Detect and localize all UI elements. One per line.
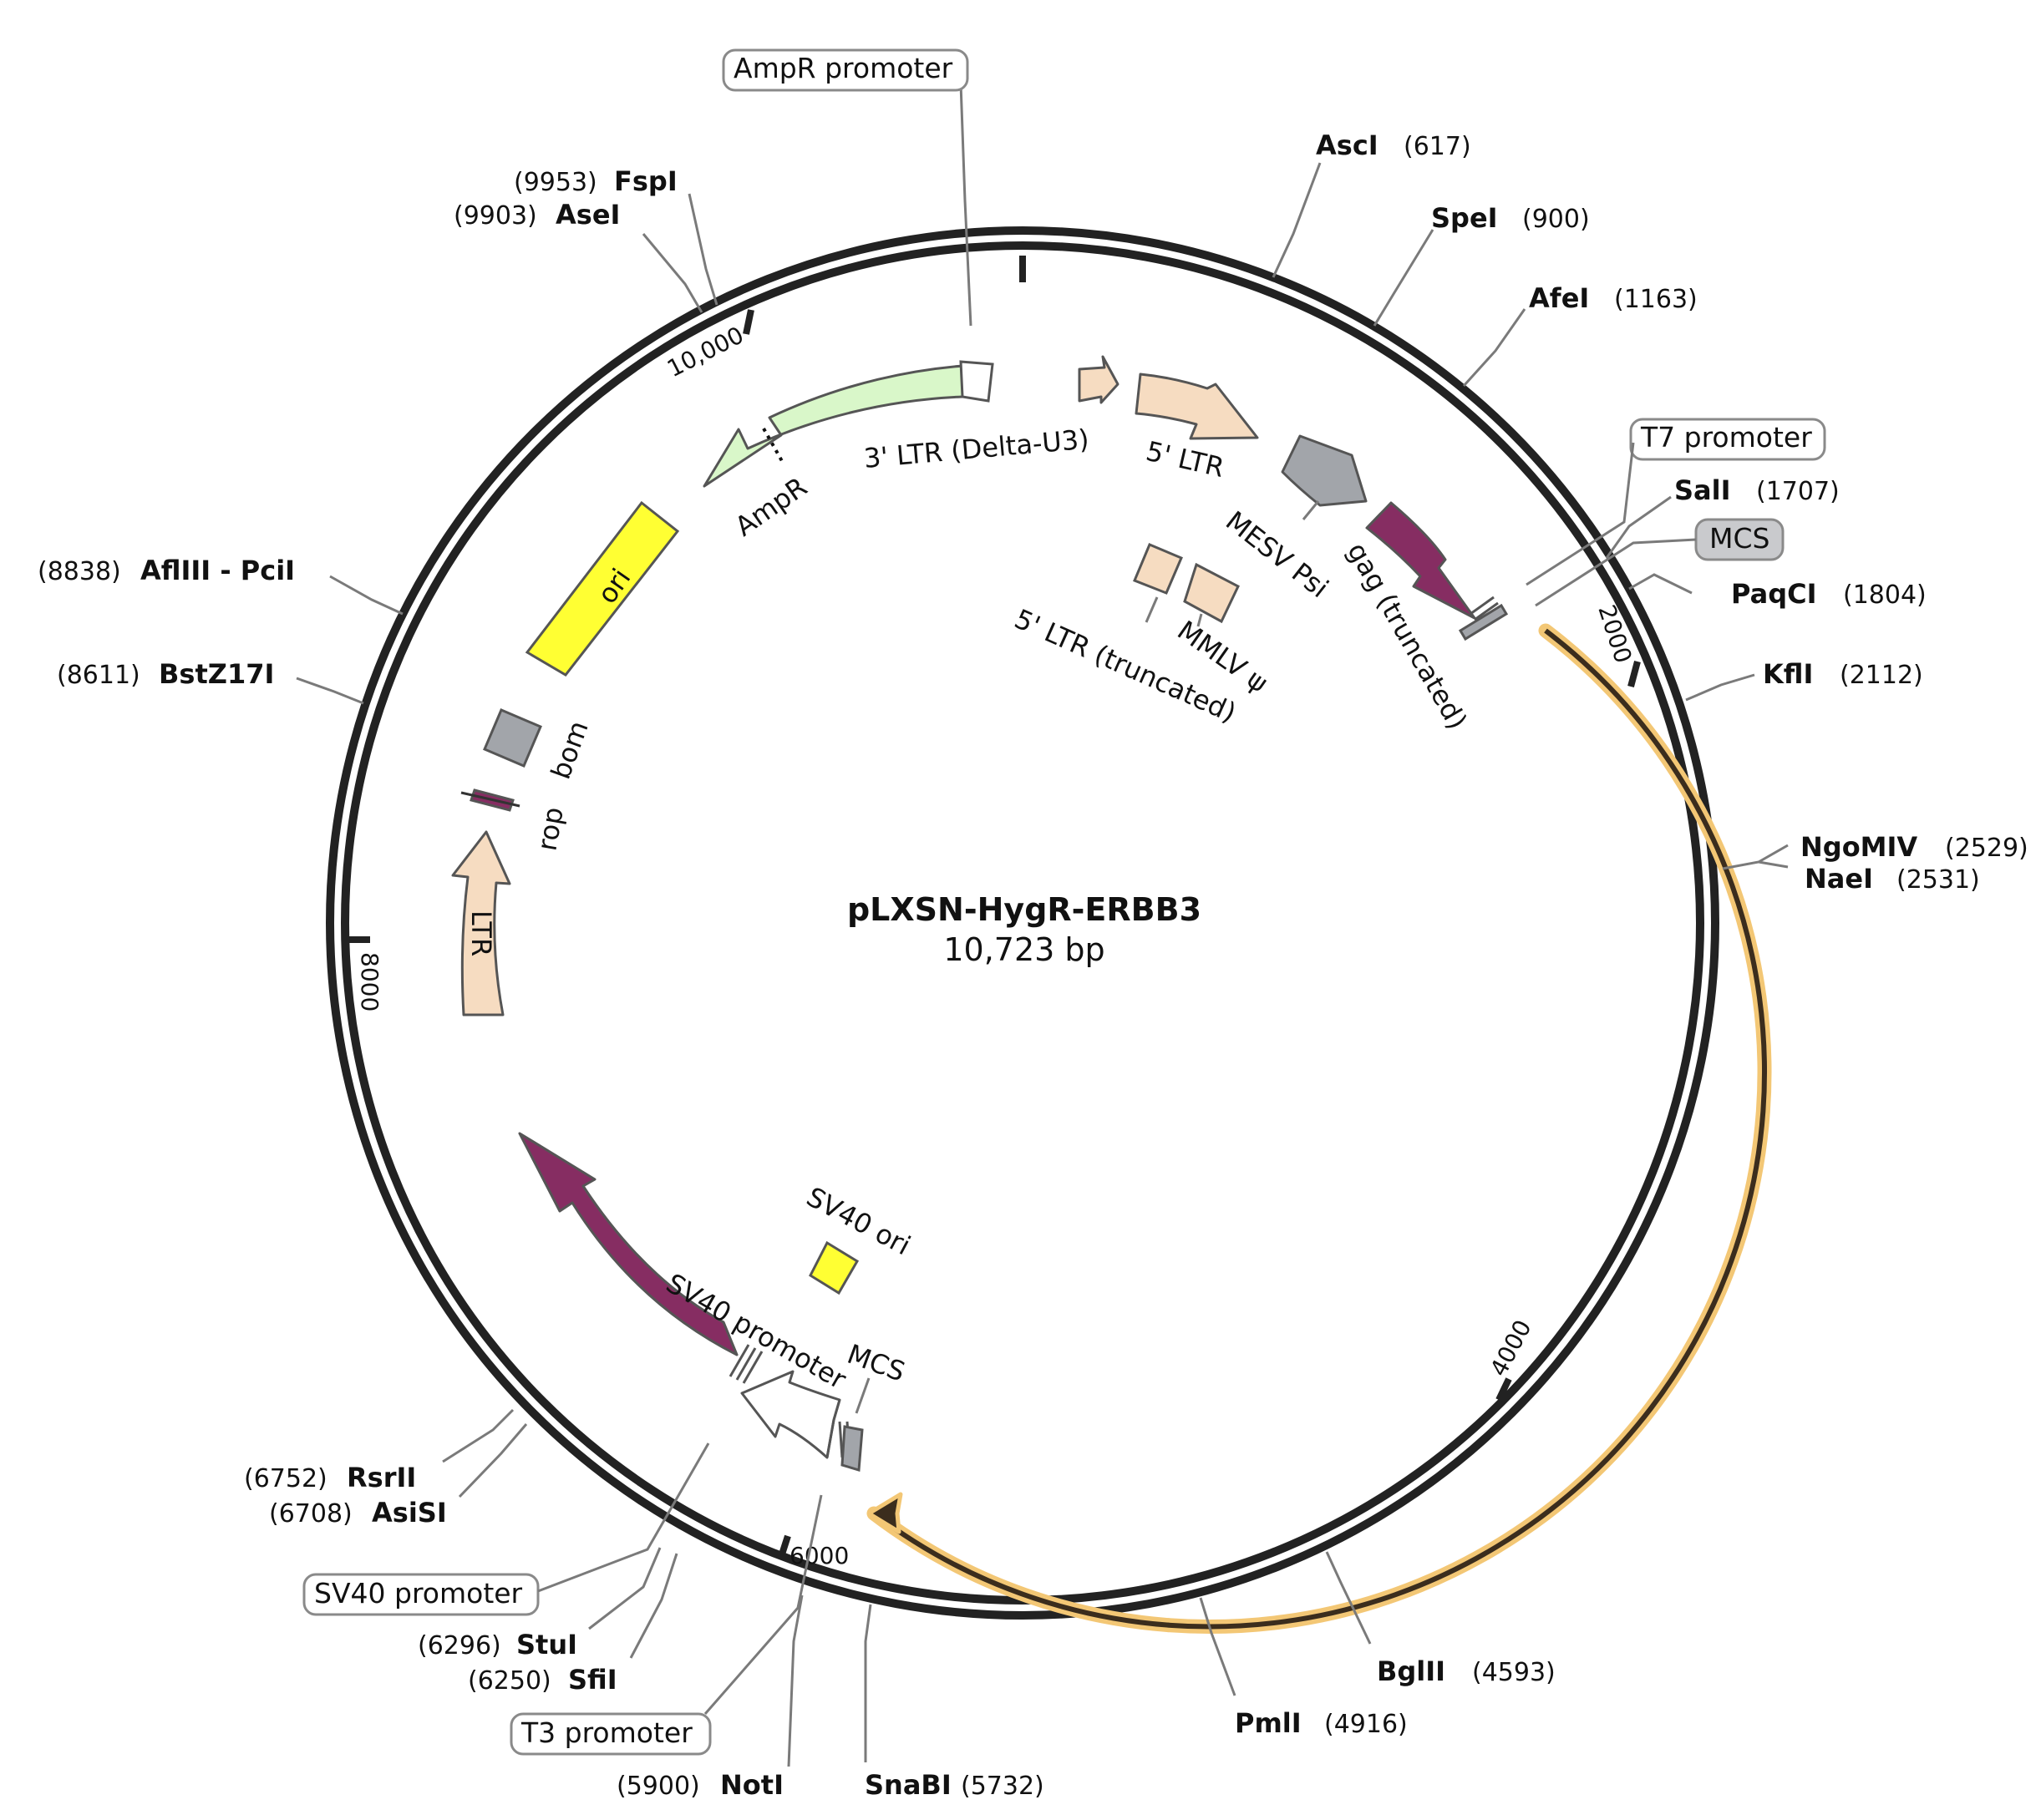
3ltr-small-arrow <box>1078 355 1120 404</box>
t7-promoter-callout: T7 promoter <box>1526 418 1826 586</box>
site-asisi-name: AsiSI <box>372 1497 447 1528</box>
site-asci-pos: (617) <box>1404 132 1471 161</box>
site-bstz17i-pos: (8611) <box>57 661 140 690</box>
site-rsrii-name: RsrII <box>347 1462 416 1493</box>
label-3ltr-delta-u3: 3' LTR (Delta-U3) <box>862 423 1090 474</box>
tick-label-2000: 2000 <box>1592 601 1637 667</box>
site-ngomiv-pos: (2529) <box>1945 834 2028 863</box>
label-sv40-ori: SV40 ori <box>801 1181 916 1262</box>
ori-box <box>525 500 680 677</box>
insert-arrowhead <box>866 1492 903 1534</box>
site-afei-pos: (1163) <box>1614 285 1698 314</box>
site-stui-pos: (6296) <box>418 1631 501 1660</box>
hygr-arrow <box>518 1132 739 1356</box>
mmlv-psi-box <box>1183 562 1240 624</box>
tick-marks <box>347 256 1641 1561</box>
site-sali-name: SalI <box>1674 474 1731 506</box>
site-noti-pos: (5900) <box>617 1772 700 1801</box>
ampr-arrow <box>703 362 994 488</box>
site-fspi-name: FspI <box>614 165 678 197</box>
sv40-promoter-label: SV40 promoter <box>314 1577 523 1610</box>
site-spei-name: SpeI <box>1431 202 1498 234</box>
site-afei-name: AfeI <box>1529 282 1589 314</box>
label-bom: bom <box>545 717 595 783</box>
t3-promoter-label: T3 promoter <box>520 1716 693 1749</box>
insert-arc <box>872 628 1767 1630</box>
gag-tail-box <box>1458 603 1509 641</box>
label-sv40-promoter-inner: SV40 promoter <box>661 1267 852 1396</box>
feature-leaders <box>855 83 1320 1414</box>
label-mcs-bottom: MCS <box>843 1338 909 1388</box>
backbone-outer <box>326 226 1719 1620</box>
site-sali-pos: (1707) <box>1756 477 1840 506</box>
label-5ltr: 5' LTR <box>1143 435 1227 484</box>
plasmid-length: 10,723 bp <box>943 931 1104 968</box>
site-rsrii-pos: (6752) <box>244 1464 327 1493</box>
tick-label-6000: 6000 <box>789 1542 849 1569</box>
t3-promoter-callout: T3 promoter <box>510 1494 823 1756</box>
site-asei-pos: (9903) <box>454 201 537 231</box>
site-spei-pos: (900) <box>1522 205 1590 234</box>
site-afliii-pcii-pos: (8838) <box>38 557 121 586</box>
site-bglii-pos: (4593) <box>1472 1658 1556 1687</box>
site-snabi-name: SnaBI <box>865 1769 952 1801</box>
ampr-promoter-callout: AmpR promoter <box>722 48 969 92</box>
label-gag-truncated: gag (truncated) <box>1341 537 1474 735</box>
mcs-label: MCS <box>1709 522 1769 555</box>
ampr-promoter-block <box>959 360 994 403</box>
ampr-promoter-label: AmpR promoter <box>734 52 953 84</box>
site-pmli-name: PmlI <box>1235 1707 1302 1739</box>
site-bglii-name: BglII <box>1377 1655 1445 1687</box>
label-5ltr-truncated: 5' LTR (truncated) <box>1010 603 1241 729</box>
site-noti-name: NotI <box>720 1769 784 1801</box>
t7-promoter-label: T7 promoter <box>1640 421 1812 454</box>
label-ampr: AmpR <box>729 471 813 543</box>
site-pmli-pos: (4916) <box>1324 1710 1408 1739</box>
gag-arrow <box>1365 501 1476 620</box>
site-naei-name: NaeI <box>1805 863 1873 895</box>
site-naei-pos: (2531) <box>1896 865 1980 895</box>
insert-arc-glow <box>866 623 1772 1634</box>
ampr-dotted-split <box>762 428 784 462</box>
site-fspi-pos: (9953) <box>514 168 597 197</box>
site-sfii-name: SfiI <box>568 1664 617 1696</box>
sv40-promoter-arrow <box>740 1370 841 1459</box>
site-stui-name: StuI <box>516 1629 577 1660</box>
tick-label-10000: 10,000 <box>663 321 748 383</box>
label-rop: rop <box>531 804 570 853</box>
sv40-ori-box <box>809 1240 860 1295</box>
site-sfii-pos: (6250) <box>468 1666 551 1696</box>
site-bstz17i-name: BstZ17I <box>159 658 274 690</box>
ltr-arrow <box>451 830 511 1016</box>
mesv-psi-arrow <box>1281 434 1368 507</box>
site-asei-name: AseI <box>556 199 620 231</box>
mcs-callout: MCS <box>1535 518 1785 607</box>
mcs-bottom-box <box>840 1425 864 1472</box>
5ltr-arrow <box>1135 373 1259 440</box>
sv40-promoter-callout: SV40 promoter <box>302 1442 710 1616</box>
site-snabi-pos: (5732) <box>961 1772 1044 1801</box>
label-ltr: LTR <box>465 910 497 956</box>
sv40-promoter-body <box>825 1399 841 1458</box>
site-paqci-name: PaqCI <box>1731 578 1816 610</box>
bom-box <box>483 708 542 768</box>
site-paqci-pos: (1804) <box>1843 580 1927 610</box>
site-asci-name: AscI <box>1316 129 1378 161</box>
rop-line <box>460 791 520 808</box>
5ltr-truncated-box <box>1133 543 1183 595</box>
site-asisi-pos: (6708) <box>269 1499 353 1528</box>
site-kfli-name: KflI <box>1763 658 1813 690</box>
hygr-hash-marks <box>729 1344 764 1384</box>
site-ngomiv-name: NgoMIV <box>1800 831 1917 863</box>
tick-label-8000: 8000 <box>356 952 383 1011</box>
plasmid-name: pLXSN-HygR-ERBB3 <box>847 891 1201 928</box>
site-afliii-pcii-name: AflIII - PciI <box>140 555 295 586</box>
site-kfli-pos: (2112) <box>1840 661 1923 690</box>
